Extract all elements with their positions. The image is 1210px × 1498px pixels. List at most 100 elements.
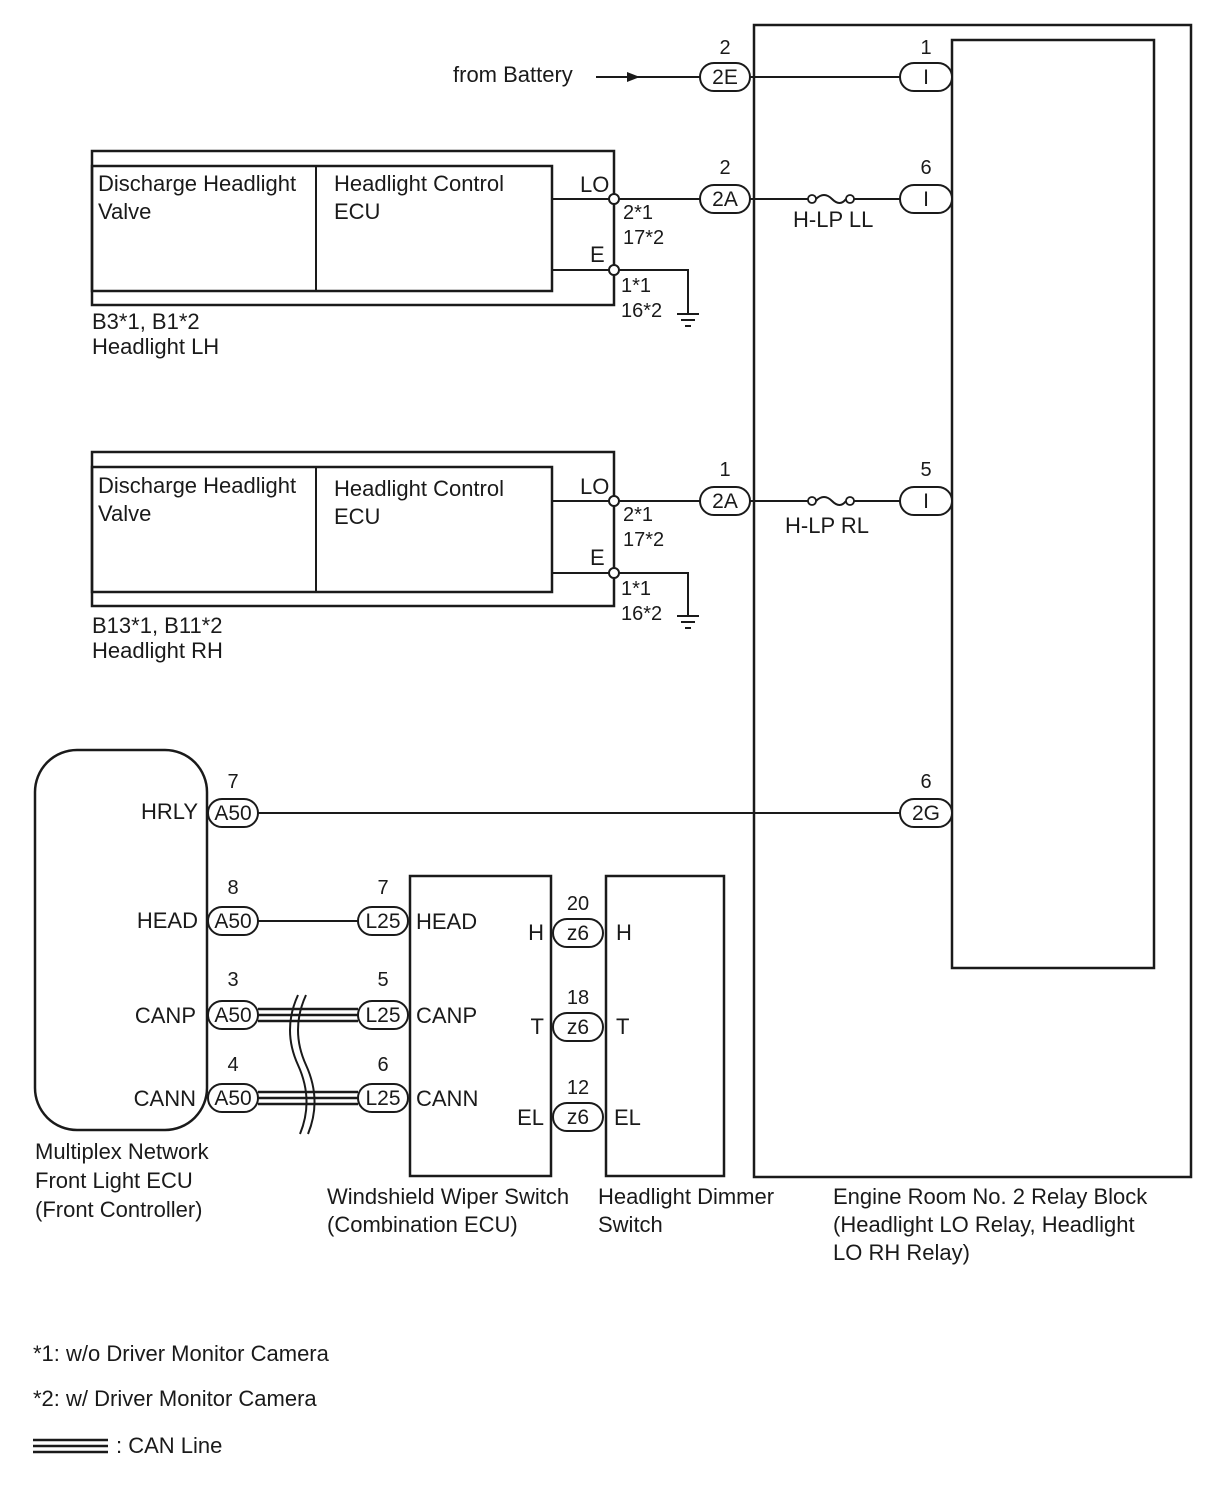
twisted-pair-break xyxy=(289,994,316,1135)
headlight-rh: Discharge Headlight Valve Headlight Cont… xyxy=(90,450,953,663)
dimmer-switch-box xyxy=(604,874,726,1178)
rh-terminal-lo: LO xyxy=(580,474,609,499)
svg-text:z6: z6 xyxy=(567,922,589,945)
arrow-icon xyxy=(627,72,640,82)
svg-text:16*2: 16*2 xyxy=(621,300,662,322)
dimmer-switch-name-1: Headlight Dimmer xyxy=(598,1184,774,1209)
battery-label: from Battery xyxy=(453,62,573,87)
connector-2e xyxy=(699,62,751,92)
svg-text:I: I xyxy=(923,66,929,89)
front-ecu-name-2: Front Light ECU xyxy=(35,1168,193,1193)
front-light-ecu-box xyxy=(33,748,209,1132)
wiper-switch-box xyxy=(408,874,553,1178)
svg-text:A50: A50 xyxy=(214,1087,251,1110)
connector-a50-3 xyxy=(207,1000,259,1030)
svg-text:18: 18 xyxy=(567,987,589,1009)
battery-feed: from Battery 2E 2 I 1 xyxy=(453,37,953,92)
headlight-rh-inner xyxy=(90,465,554,594)
svg-text:1: 1 xyxy=(920,37,931,59)
svg-text:8: 8 xyxy=(227,877,238,899)
svg-text:2E: 2E xyxy=(712,66,738,89)
svg-text:2A: 2A xyxy=(712,490,738,513)
cann-circuit: A50 4 L25 6 xyxy=(207,1054,409,1113)
connector-i-6 xyxy=(899,184,953,214)
lh-ecu-2: ECU xyxy=(334,199,380,224)
svg-text:20: 20 xyxy=(567,893,589,915)
headlight-lh-inner xyxy=(90,164,554,293)
wiper-switch: HEAD CANP CANN H T EL Windshield Wiper S… xyxy=(327,874,569,1237)
connector-l25-7 xyxy=(357,906,409,936)
connector-i-5 xyxy=(899,486,953,516)
svg-text:2: 2 xyxy=(719,157,730,179)
svg-text:EL: EL xyxy=(614,1105,641,1130)
svg-text:CANN: CANN xyxy=(416,1086,478,1111)
connector-a50-8 xyxy=(207,906,259,936)
front-ecu-name-3: (Front Controller) xyxy=(35,1197,202,1222)
svg-text:2*1: 2*1 xyxy=(623,202,653,224)
svg-text:2*1: 2*1 xyxy=(623,504,653,526)
hrly-circuit: A50 7 2G 6 xyxy=(207,771,953,828)
svg-text:HEAD: HEAD xyxy=(137,908,198,933)
svg-text:A50: A50 xyxy=(214,802,251,825)
headlight-lh: Discharge Headlight Valve Headlight Cont… xyxy=(90,149,953,359)
front-ecu-name-1: Multiplex Network xyxy=(35,1139,210,1164)
svg-text:4: 4 xyxy=(227,1054,238,1076)
svg-text:6: 6 xyxy=(920,157,931,179)
svg-text:5: 5 xyxy=(920,459,931,481)
svg-text:z6: z6 xyxy=(567,1016,589,1039)
connector-2g xyxy=(899,798,953,828)
relay-block-name-2: (Headlight LO Relay, Headlight xyxy=(833,1212,1135,1237)
svg-text:CANP: CANP xyxy=(416,1003,477,1028)
notes: *1: w/o Driver Monitor Camera *2: w/ Dri… xyxy=(33,1341,330,1458)
svg-text:16*2: 16*2 xyxy=(621,603,662,625)
headlight-rh-name-1: B13*1, B11*2 xyxy=(92,613,222,638)
rh-ecu-1: Headlight Control xyxy=(334,476,504,501)
svg-text:HEAD: HEAD xyxy=(416,909,477,934)
svg-text:5: 5 xyxy=(377,969,388,991)
svg-text:H: H xyxy=(528,920,544,945)
relay-block-outer xyxy=(752,23,1193,1179)
connector-l25-5 xyxy=(357,1000,409,1030)
note-2: *2: w/ Driver Monitor Camera xyxy=(33,1386,317,1411)
note-1: *1: w/o Driver Monitor Camera xyxy=(33,1341,330,1366)
svg-text:T: T xyxy=(616,1014,629,1039)
wiper-switch-name-2: (Combination ECU) xyxy=(327,1212,518,1237)
lh-valve-2: Valve xyxy=(98,199,151,224)
fuse-h-lp-rl: H-LP RL xyxy=(785,513,869,538)
svg-text:A50: A50 xyxy=(214,1004,251,1027)
relay-block-name-1: Engine Room No. 2 Relay Block xyxy=(833,1184,1148,1209)
lh-terminal-e: E xyxy=(590,242,605,267)
svg-text:L25: L25 xyxy=(365,910,400,933)
connector-z6-20 xyxy=(552,918,604,948)
svg-text:1: 1 xyxy=(719,459,730,481)
connector-l25-6 xyxy=(357,1083,409,1113)
lh-ecu-1: Headlight Control xyxy=(334,171,504,196)
svg-text:1*1: 1*1 xyxy=(621,578,651,600)
headlight-lh-name-1: B3*1, B1*2 xyxy=(92,309,200,334)
rh-valve-2: Valve xyxy=(98,501,151,526)
connector-i-1 xyxy=(899,62,953,92)
connector-z6-18 xyxy=(552,1012,604,1042)
svg-text:EL: EL xyxy=(517,1105,544,1130)
connector-a50-7 xyxy=(207,798,259,828)
svg-text:CANN: CANN xyxy=(134,1086,196,1111)
svg-text:2: 2 xyxy=(719,37,730,59)
svg-text:z6: z6 xyxy=(567,1106,589,1129)
svg-text:HRLY: HRLY xyxy=(141,799,198,824)
rh-valve-1: Discharge Headlight xyxy=(98,473,296,498)
svg-text:12: 12 xyxy=(567,1077,589,1099)
relay-block-name-3: LO RH Relay) xyxy=(833,1240,970,1265)
fuse-h-lp-ll: H-LP LL xyxy=(793,207,873,232)
svg-text:17*2: 17*2 xyxy=(623,529,664,551)
svg-text:I: I xyxy=(923,188,929,211)
canp-circuit: A50 3 L25 5 xyxy=(207,969,409,1030)
svg-text:7: 7 xyxy=(377,877,388,899)
lh-valve-1: Discharge Headlight xyxy=(98,171,296,196)
svg-text:2A: 2A xyxy=(712,188,738,211)
svg-text:2G: 2G xyxy=(912,802,940,825)
svg-text:I: I xyxy=(923,490,929,513)
front-light-ecu: HRLY HEAD CANP CANN Multiplex Network Fr… xyxy=(33,748,210,1222)
lh-terminal-lo: LO xyxy=(580,172,609,197)
svg-text:6: 6 xyxy=(920,771,931,793)
